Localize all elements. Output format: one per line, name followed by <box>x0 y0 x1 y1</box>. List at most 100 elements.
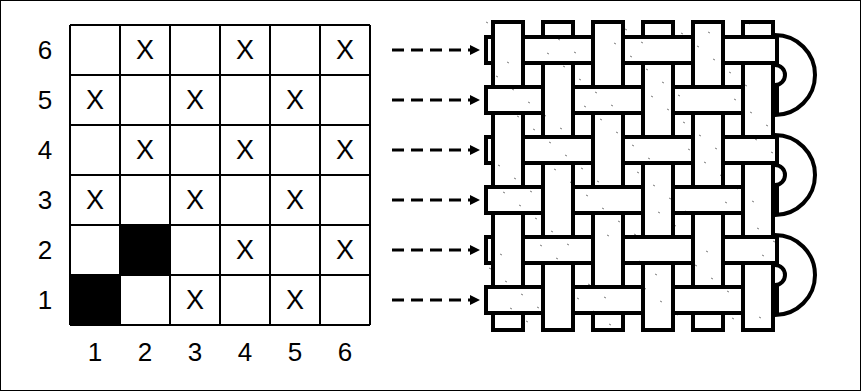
fabric-texture <box>720 175 722 176</box>
leader-head <box>470 245 480 255</box>
grid-line <box>70 224 370 226</box>
warp-edge <box>541 83 545 117</box>
weave-mark: X <box>120 30 170 70</box>
warp-edge <box>591 133 595 167</box>
fabric-texture <box>725 202 727 203</box>
warp-crossing <box>545 81 571 119</box>
fabric-texture <box>750 112 752 113</box>
leader-line <box>392 249 470 252</box>
fabric-texture <box>530 191 532 192</box>
warp-edge <box>491 133 495 167</box>
warp-edge <box>571 183 575 217</box>
fabric-texture <box>658 212 660 213</box>
warp-thread <box>743 22 773 330</box>
fabric-texture <box>637 172 639 173</box>
fabric-texture <box>549 142 551 143</box>
fabric-texture <box>651 96 653 97</box>
fabric-texture <box>623 248 625 249</box>
fabric-texture <box>486 22 488 23</box>
weave-grid <box>70 25 370 325</box>
weave-mark: X <box>170 280 220 320</box>
fabric-texture <box>491 49 493 50</box>
grid-line <box>70 274 370 276</box>
leader-line <box>392 199 470 202</box>
leader-head <box>470 295 480 305</box>
warp-edge <box>741 283 745 317</box>
weave-mark: X <box>70 80 120 120</box>
warp-crossing <box>495 231 521 269</box>
weft-thread <box>486 87 777 113</box>
fabric-texture <box>614 43 616 44</box>
fabric-texture <box>593 311 595 312</box>
fabric-texture <box>579 79 581 80</box>
fabric-texture <box>764 36 766 37</box>
fabric-texture <box>667 109 669 110</box>
warp-edge <box>721 133 725 167</box>
fabric-texture <box>581 168 583 169</box>
fabric-texture <box>567 244 569 245</box>
fabric-texture <box>537 307 539 308</box>
fabric-texture <box>609 324 611 325</box>
warp-thread <box>593 22 623 330</box>
leader-line <box>392 99 470 102</box>
fabric-texture <box>662 82 664 83</box>
weave-mark: X <box>270 80 320 120</box>
fabric-texture <box>574 52 576 53</box>
fabric-texture <box>736 188 738 189</box>
warp-crossing <box>695 231 721 269</box>
warp-edge <box>641 283 645 317</box>
fabric-texture <box>771 152 773 153</box>
fabric-texture <box>745 85 747 86</box>
fabric-texture <box>741 215 743 216</box>
warp-edge <box>771 183 775 217</box>
fabric-texture <box>748 23 750 24</box>
weave-mark: X <box>220 230 270 270</box>
fabric-texture <box>769 63 771 64</box>
fabric-texture <box>618 221 620 222</box>
fabric-texture <box>547 53 549 54</box>
leader-head <box>470 45 480 55</box>
fabric-texture <box>595 92 597 93</box>
filled-cell <box>120 225 170 275</box>
warp-edge <box>591 233 595 267</box>
warp-crossing <box>595 31 621 69</box>
warp-crossing <box>495 31 521 69</box>
fabric-texture <box>621 159 623 160</box>
fabric-texture <box>678 95 680 96</box>
warp-crossing <box>745 81 771 119</box>
row-number: 6 <box>20 30 70 70</box>
fabric-texture <box>544 115 546 116</box>
column-number: 4 <box>220 332 270 372</box>
fabric-texture <box>558 39 560 40</box>
weft-thread <box>486 287 777 313</box>
fabric-texture <box>519 205 521 206</box>
warp-thread <box>693 22 723 330</box>
fabric-texture <box>766 125 768 126</box>
fabric-texture <box>551 231 553 232</box>
fabric-texture <box>683 122 685 123</box>
fabric-texture <box>565 155 567 156</box>
fabric-texture <box>688 149 690 150</box>
row-number: 3 <box>20 180 70 220</box>
warp-crossing <box>695 31 721 69</box>
fabric-texture <box>570 182 572 183</box>
fabric-texture <box>577 298 579 299</box>
fabric-texture <box>632 145 634 146</box>
fabric-texture <box>493 138 495 139</box>
weft-thread <box>486 137 777 163</box>
fabric-texture <box>729 72 731 73</box>
warp-crossing <box>545 281 571 319</box>
warp-edge <box>671 283 675 317</box>
warp-edge <box>541 283 545 317</box>
warp-crossing <box>595 231 621 269</box>
column-number: 2 <box>120 332 170 372</box>
fabric-texture <box>523 75 525 76</box>
warp-edge <box>521 233 525 267</box>
fabric-texture <box>500 254 502 255</box>
fabric-texture <box>757 228 759 229</box>
fabric-texture <box>671 287 673 288</box>
fabric-texture <box>644 288 646 289</box>
warp-edge <box>671 83 675 117</box>
fabric-texture <box>602 208 604 209</box>
grid-line <box>269 25 271 325</box>
